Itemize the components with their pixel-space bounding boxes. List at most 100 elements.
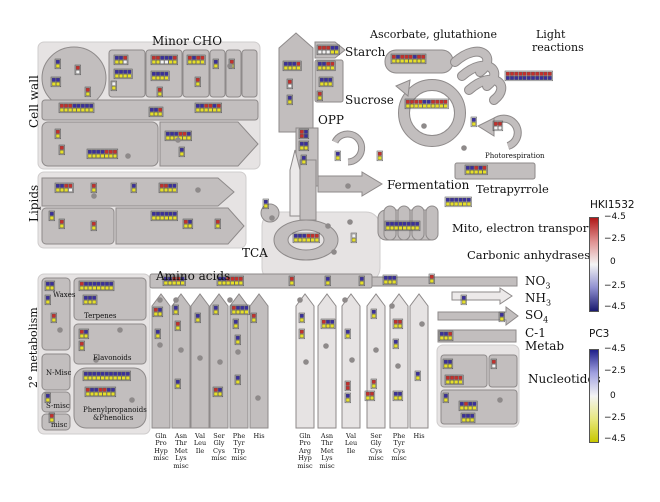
heatmap-cell [531,75,536,80]
heatmap-cell-frame [130,182,137,194]
heatmap-cell [328,77,333,82]
heatmap-cell [231,305,236,310]
amino-acid-label: Gln [155,432,167,440]
heatmap-cell [288,61,293,66]
heatmap-cell [175,321,180,326]
heatmap-cell [317,45,322,50]
label-opp: OPP [318,113,344,127]
heatmap-cell [91,183,96,188]
heatmap-cell [149,107,154,112]
heatmap-cell [415,225,420,230]
heatmap-cell [186,131,191,136]
heatmap-cell [539,75,544,80]
heatmap-cell [164,211,169,216]
heatmap-cell [408,59,413,64]
heatmap-cell-frame [150,210,178,222]
heatmap-cell [163,187,168,192]
heatmap-cell [371,384,376,389]
heatmap-cell [359,276,364,281]
heatmap-cell [391,59,396,64]
heatmap-cell-frame [390,53,427,65]
heatmap-cell-frame [470,116,477,128]
heatmap-cell [157,312,162,317]
heatmap-cell-frame [318,76,334,88]
amino-acid-label: Gly [213,439,225,448]
heatmap-cell [83,300,88,305]
heatmap-cell [454,197,459,202]
heatmap-cell [80,107,85,112]
label-photorespiration: Photorespiration [485,152,545,160]
heatmap-cell [426,103,431,108]
heatmap-cell [118,55,123,60]
heatmap-cell-frame [286,78,293,90]
heatmap-cell [459,406,464,411]
heatmap-cell [491,359,496,364]
gray-dot [235,349,241,355]
lipid-box [41,207,115,245]
gray-dot [157,297,163,303]
heatmap-cell [293,237,298,242]
heatmap-cell-frame [113,68,133,80]
heatmap-cell [231,310,236,315]
heatmap-cell [321,319,326,324]
heatmap-cell [110,387,115,392]
lipid-arrow [41,177,235,207]
heatmap-cell-frame [286,94,293,106]
heatmap-cell [84,103,89,108]
heatmap-cell [240,305,245,310]
heatmap-cell [310,233,315,238]
heatmap-cell-frame [152,306,164,318]
photorespiration-arrowhead [476,117,495,137]
heatmap-cell [398,221,403,226]
heatmap-cell [96,149,101,154]
heatmap-cell [287,83,292,88]
heatmap-cell [240,310,245,315]
heatmap-cell [92,286,97,291]
heatmap-cell-frame [230,304,250,316]
heatmap-cell [289,276,294,281]
heatmap-cell-frame [384,220,421,232]
amino-acid-label: misc [173,461,189,470]
heatmap-cell [299,129,304,134]
gray-dot [419,321,425,327]
heatmap-cell [94,387,99,392]
heatmap-cell [172,276,177,281]
heatmap-cell [113,371,118,376]
heatmap-cell [461,413,466,418]
heatmap-cell [87,300,92,305]
heatmap-cell [85,392,90,397]
heatmap-cell [157,87,162,92]
heatmap-cell [371,379,376,384]
heatmap-cell [217,281,222,286]
heatmap-cell [439,103,444,108]
heatmap-cell [514,71,519,76]
heatmap-cell [464,406,469,411]
heatmap-cell [448,331,453,336]
label-carbonic: Carbonic anhydrases [467,248,591,262]
heatmap-cell [234,276,239,281]
heatmap-cell [439,336,444,341]
heatmap-cell-frame [194,312,201,324]
heatmap-cell [539,71,544,76]
heatmap-cell [505,71,510,76]
heatmap-cell [56,77,61,82]
heatmap-cell [462,201,467,206]
heatmap-cell [79,281,84,286]
heatmap-cell [183,219,188,224]
heatmap-cell [175,326,180,331]
heatmap-cell [45,281,50,286]
heatmap-cell-frame [50,76,62,88]
heatmap-cell [168,215,173,220]
amino-acid-label: His [253,432,265,440]
gray-dot [175,137,181,143]
heatmap-cell-frame [444,196,472,208]
heatmap-cell [79,329,84,334]
heatmap-cell [543,71,548,76]
heatmap-cell [299,334,304,339]
heatmap-cell [287,95,292,100]
heatmap-cell [448,359,453,364]
heatmap-cell [208,103,213,108]
heatmap-cell [68,107,73,112]
heatmap-cell [85,87,90,92]
